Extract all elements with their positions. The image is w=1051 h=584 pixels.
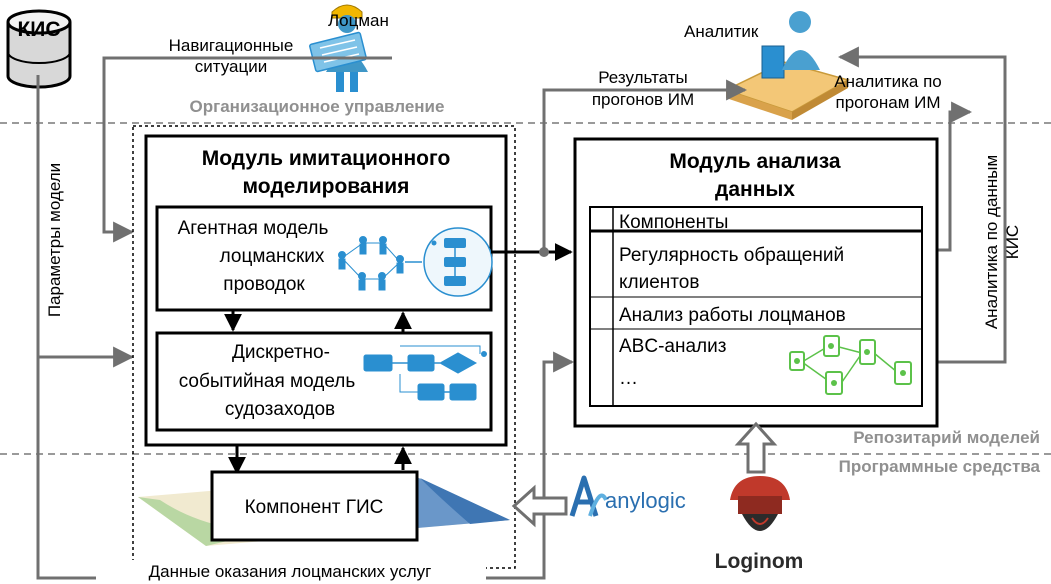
analysis-module-title-line1: Модуль анализа [669,150,841,173]
nav-situations-line2: ситуации [195,57,267,76]
analytics-runs-line1: Аналитика по [834,72,942,91]
connectors [36,46,1007,580]
analytics-runs-line2: прогонам ИМ [835,93,940,112]
anylogic-logo [569,475,608,517]
software-label: Программные средства [839,457,1041,476]
table-row-regularity-line1: Регулярность обращений [619,245,844,266]
agent-model-line1: Агентная модель [178,218,329,239]
repo-label: Репозитарий моделей [853,428,1040,447]
analyst-label: Аналитик [684,22,759,41]
kis-label: КИС [17,18,60,41]
agent-network-icon [338,236,422,291]
results-line1: Результаты [598,68,688,87]
kis-analytics-line2: КИС [1003,225,1022,259]
agent-model-line3: проводок [223,274,305,295]
discrete-model-line2: событийная модель [179,371,356,392]
results-line2: прогонов ИМ [592,90,694,109]
discrete-model-box [155,331,493,432]
gis-component-label: Компонент ГИС [245,497,384,518]
analysis-module-title-line2: данных [715,178,795,201]
discrete-model-line1: Дискретно- [232,342,330,363]
loginom-logo [730,476,790,531]
kis-analytics-line1: Аналитика по данным [982,155,1001,329]
internal-arrows [224,243,573,475]
nav-situations-arrow [102,56,392,243]
anylogic-logo-text: anylogic [605,488,686,513]
loginom-to-analysis-arrow [734,421,778,474]
loginom-logo-text: Loginom [715,550,804,573]
discrete-model-line3: судозаходов [225,399,335,420]
pilot-data-label: Данные оказания лоцманских услуг [149,562,432,581]
workflow-nodes-icon [789,335,912,395]
sim-module-title-line1: Модуль имитационного [202,147,451,170]
kis-analytics-arrow [837,46,1007,364]
pilot-data-label-bg [96,560,486,582]
table-row-abc: ABC-анализ [619,336,726,357]
junction-dot [539,247,549,257]
gis-component-box [210,470,419,542]
components-table [589,206,923,407]
agent-model-line2: лоцманских [220,246,325,267]
table-row-pilot-work: Анализ работы лоцманов [619,305,846,326]
model-params-label: Параметры модели [45,163,64,317]
anylogic-to-gis-arrow [511,484,568,528]
table-row-regularity-line2: клиентов [619,272,699,293]
pilot-data-line [36,351,575,580]
statechart-icon [423,227,493,297]
org-management-label: Организационное управление [190,97,445,116]
pilot-label: Лоцман [328,11,389,30]
sim-module-title-line2: моделирования [243,175,410,198]
process-flow-icon [363,345,487,401]
table-header-components: Компоненты [619,212,728,233]
nav-situations-line1: Навигационные [169,36,294,55]
results-arrow [542,79,748,252]
table-row-ellipsis: … [619,368,638,389]
